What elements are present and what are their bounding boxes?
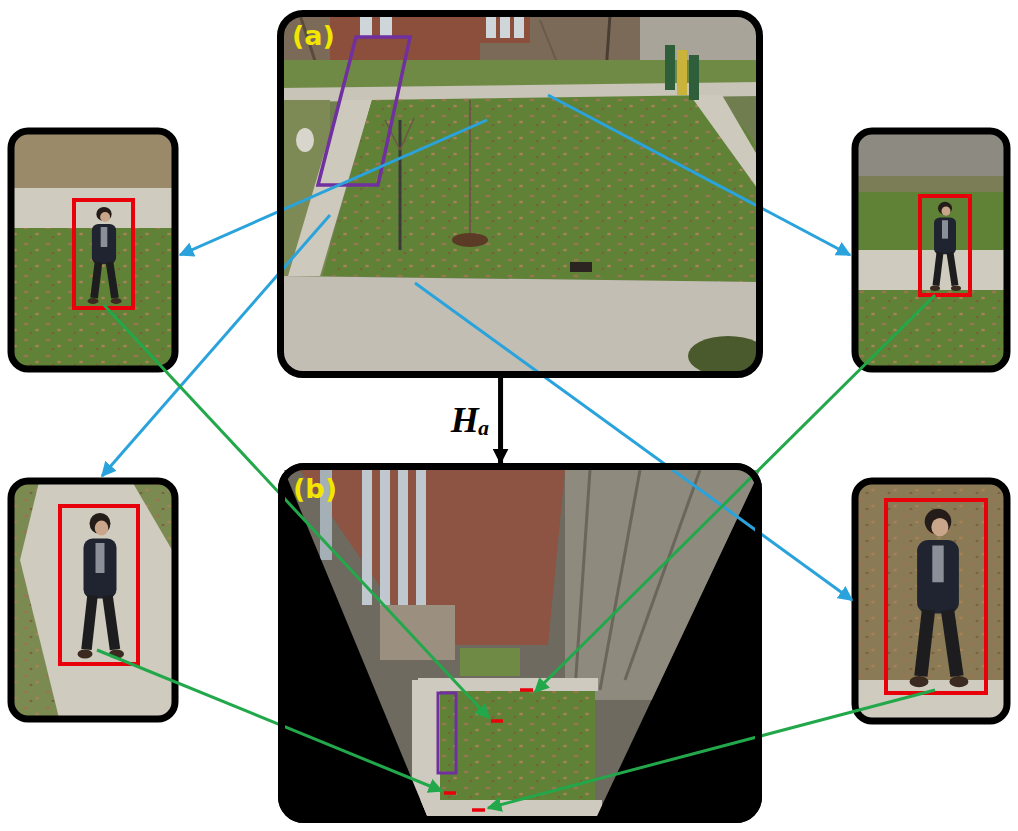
person-crop-part (11, 131, 175, 369)
scene-photo-part (400, 118, 414, 150)
scene-photo-part (360, 16, 372, 36)
person-crop-part-part (11, 188, 175, 228)
image-panel: (a) (277, 10, 763, 378)
scene-photo-part (280, 13, 760, 68)
person-crop-part-part (855, 176, 1007, 192)
green-leader-part (97, 650, 442, 791)
blue-leader-part (180, 120, 487, 255)
scene-photo-part (469, 100, 471, 240)
scene-photo-part (322, 95, 760, 282)
person-crop-part-part (88, 207, 122, 304)
person-crop-part (855, 481, 1007, 721)
homography-label: Hₐ (448, 401, 493, 441)
warped-photo-part-part (460, 648, 520, 676)
person-crop (8, 478, 178, 722)
warped-photo (278, 463, 765, 823)
warped-photo-part-part (380, 470, 390, 610)
panel-label: (b) (293, 474, 337, 504)
person-crop-part-part (910, 509, 969, 687)
person-crop-part-part (11, 131, 175, 369)
person-crop-part (60, 506, 138, 664)
person-crop-part (855, 481, 1007, 721)
person-crop-part (920, 196, 970, 295)
green-leader-part (488, 690, 935, 808)
scene-photo-part (486, 16, 496, 38)
person-crop-part-part (78, 513, 125, 659)
warped-photo-part-part (575, 470, 590, 690)
person-crop (852, 128, 1010, 372)
person-crop-part (11, 131, 175, 369)
person-crop-part (855, 131, 1007, 369)
person-crop-part-part (930, 202, 961, 291)
person-crop (852, 478, 1010, 724)
person-crop-part-part (20, 481, 175, 719)
warped-photo-part (520, 688, 533, 692)
warped-photo-part-part (412, 680, 440, 820)
scene-photo-part (570, 262, 592, 272)
person-crop-part-part (855, 250, 1007, 290)
green-leader-part (535, 295, 935, 692)
person-crop (8, 128, 178, 372)
scene-photo-part (640, 13, 760, 61)
scene-photo-part (280, 13, 760, 375)
warped-photo-part (278, 463, 765, 823)
scene-photo-part (452, 233, 488, 247)
warped-photo-part-part (418, 678, 598, 691)
panel-label: (a) (292, 21, 335, 51)
scene-photo-part (399, 120, 402, 250)
blue-leader-part (548, 95, 850, 255)
scene-photo-part (322, 95, 760, 282)
person-crop-part (11, 481, 175, 719)
scene-photo-part (500, 16, 510, 38)
warped-photo-part-part (625, 470, 700, 680)
person-crop-part (74, 200, 133, 308)
warped-photo-part-part (416, 470, 426, 610)
scene-photo-part (514, 16, 524, 38)
blue-leader-part (102, 215, 330, 476)
warped-photo-part (491, 719, 503, 723)
scene-photo (280, 13, 760, 375)
scene-photo-part (380, 16, 392, 36)
person-crop-part-part (855, 131, 1007, 369)
person-crop-part-part (11, 131, 175, 188)
person-crop-part-part (11, 481, 175, 719)
warped-photo-part (438, 693, 456, 773)
scene-photo-part (689, 55, 699, 100)
person-crop-part-part (855, 290, 1007, 369)
scene-photo-part (318, 37, 410, 185)
scene-photo-part (688, 336, 760, 375)
blue-leader (102, 95, 852, 600)
person-crop-part-part (855, 481, 1007, 721)
scene-photo-part (665, 45, 675, 90)
warped-photo-part-part (565, 470, 765, 700)
person-crop-part-part (855, 481, 1007, 721)
image-panel: (b) (278, 463, 762, 823)
warped-photo-part (444, 791, 456, 795)
warped-photo-part-part (398, 470, 408, 610)
person-crop-part (855, 131, 1007, 369)
person-crop-part (11, 481, 175, 719)
scene-photo-part (480, 13, 530, 43)
transform-arrow (498, 378, 503, 463)
person-crop-part-part (11, 481, 175, 719)
green-leader-part (104, 305, 489, 718)
person-crop-part-part (855, 131, 1007, 176)
scene-photo-part (296, 128, 314, 152)
scene-photo-part (677, 50, 687, 95)
person-crop-part (886, 500, 986, 693)
warped-photo-part (472, 808, 485, 812)
